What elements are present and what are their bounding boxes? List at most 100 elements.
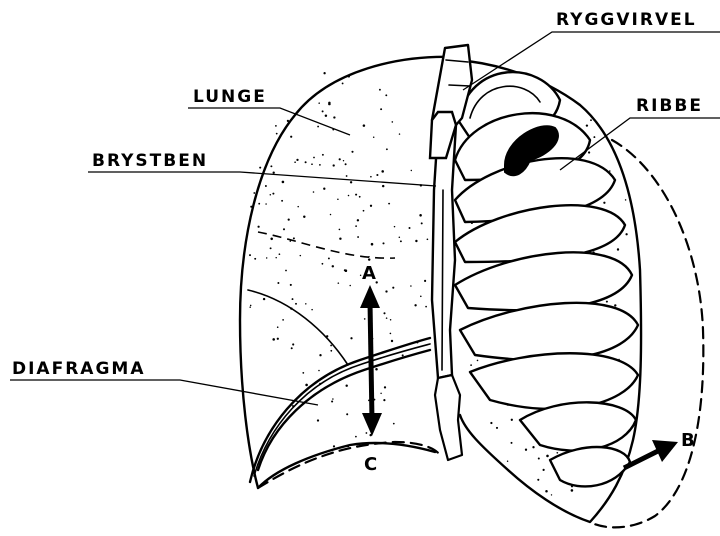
stipple-dot — [400, 240, 402, 242]
stipple-dot — [390, 319, 392, 321]
diaphragm-band-middle — [254, 344, 430, 476]
stipple-dot — [415, 240, 417, 242]
sternum-line — [442, 190, 443, 370]
stipple-dot — [355, 194, 357, 196]
stipple-dot — [266, 257, 267, 258]
rib-6 — [460, 303, 638, 360]
stipple-dot — [343, 160, 344, 161]
stipple-dot — [305, 384, 308, 387]
label-lunge: LUNGE — [193, 87, 267, 107]
stipple-dot — [272, 338, 275, 341]
stipple-dot — [317, 419, 319, 421]
stipple-dot — [290, 284, 292, 286]
stipple-dot — [385, 94, 387, 96]
stipple-dot — [333, 445, 335, 447]
stipple-dot — [384, 386, 386, 388]
stipple-dot — [348, 75, 350, 77]
stipple-dot — [302, 372, 304, 374]
stipple-dot — [409, 227, 411, 229]
stipple-dot — [386, 148, 388, 150]
stipple-dot — [254, 258, 256, 260]
stipple-dot — [330, 350, 332, 352]
stipple-dot — [265, 203, 267, 205]
stipple-dot — [420, 296, 422, 298]
stipple-dot — [571, 489, 574, 492]
lunge-leader — [188, 108, 350, 135]
stipple-dot — [593, 136, 595, 138]
stipple-dot — [348, 195, 350, 197]
stipple-dot — [373, 136, 374, 137]
stipple-dot — [363, 210, 365, 212]
stipple-dot — [318, 102, 320, 104]
stipple-dot — [391, 340, 393, 342]
stipple-dot — [285, 270, 287, 272]
stipple-dot — [331, 400, 333, 402]
stipple-dot — [545, 490, 548, 493]
stipple-dot — [259, 167, 261, 169]
stipple-dot — [249, 254, 251, 256]
stipple-dot — [270, 194, 272, 196]
stipple-dot — [606, 301, 608, 303]
stipple-dot — [277, 282, 279, 284]
stipple-dot — [319, 164, 321, 166]
stipple-dot — [258, 203, 260, 205]
stipple-dot — [427, 238, 429, 240]
stipple-dot — [383, 399, 385, 401]
stipple-dot — [339, 237, 341, 239]
stipple-dot — [625, 199, 627, 201]
stipple-dot — [263, 298, 265, 300]
stipple-dot — [385, 290, 387, 292]
stipple-dot — [525, 449, 527, 451]
stipple-dot — [363, 124, 366, 127]
lung-inner-contour — [248, 290, 348, 365]
stipple-dot — [376, 174, 378, 176]
stipple-dot — [617, 248, 619, 250]
sternum-notch-2 — [449, 85, 470, 86]
stipple-dot — [317, 126, 319, 128]
stipple-dot — [380, 393, 381, 394]
stipple-dot — [337, 198, 339, 200]
stipple-dot — [411, 170, 412, 171]
stipple-dot — [380, 108, 382, 110]
stipple-dot — [250, 305, 252, 307]
stipple-dot — [293, 116, 295, 118]
stipple-dot — [332, 398, 334, 400]
stipple-dot — [292, 343, 294, 345]
stipple-dot — [270, 247, 272, 249]
stipple-dot — [370, 205, 372, 207]
stipple-dot — [388, 203, 390, 205]
stipple-dot — [538, 457, 540, 459]
arrow-head-up — [360, 285, 380, 308]
stipple-dot — [424, 280, 426, 282]
stipple-dot — [292, 298, 294, 300]
stipple-dot — [359, 196, 361, 198]
diafragma-leader — [10, 380, 318, 405]
lung-lower-dashed-contour — [258, 442, 440, 488]
stipple-dot — [332, 265, 334, 267]
lung-upper-dashed-contour — [258, 232, 395, 258]
stipple-dot — [288, 218, 290, 220]
stipple-dot — [250, 206, 252, 208]
arrow-head-down — [362, 413, 382, 436]
stipple-dot — [345, 163, 347, 165]
stipple-dot — [342, 82, 344, 84]
stipple-dot — [328, 257, 330, 259]
marker-c: C — [364, 454, 377, 475]
lung-outline — [240, 57, 455, 488]
stipple-dot — [273, 172, 275, 174]
stipple-dot — [333, 164, 335, 166]
stipple-dot — [357, 219, 359, 221]
stipple-dot — [350, 181, 352, 183]
stipple-dot — [346, 175, 348, 177]
stipple-dot — [322, 263, 324, 265]
stipple-dot — [383, 312, 385, 314]
stipple-dot — [507, 461, 508, 462]
stipple-dot — [537, 479, 539, 481]
stipple-dot — [496, 427, 498, 429]
stipple-dot — [543, 469, 545, 471]
stipple-dot — [300, 255, 301, 256]
diaphragm-band-outer — [250, 338, 430, 482]
label-ryggvirvel: RYGGVIRVEL — [556, 10, 697, 30]
stipple-dot — [625, 233, 627, 235]
